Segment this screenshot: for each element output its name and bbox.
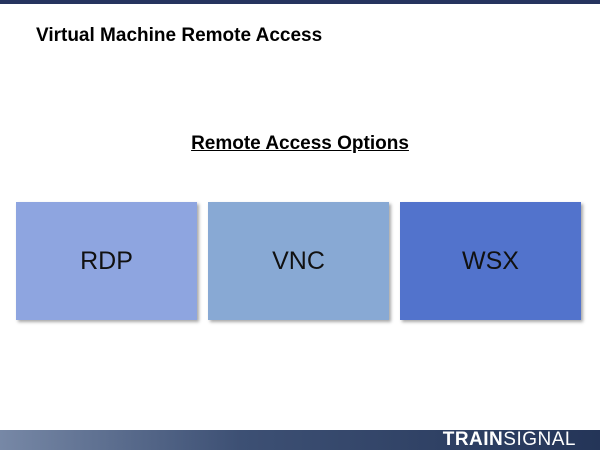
top-accent-bar bbox=[0, 0, 600, 4]
option-box-wsx: WSX bbox=[400, 202, 581, 320]
trainsignal-logo: TRAINSIGNAL bbox=[443, 430, 576, 450]
logo-part-train: TRAIN bbox=[442, 429, 504, 450]
slide-title: Virtual Machine Remote Access bbox=[36, 25, 323, 46]
logo-part-signal: SIGNAL bbox=[503, 429, 576, 450]
footer-bar: TRAINSIGNAL bbox=[0, 430, 600, 450]
section-heading: Remote Access Options bbox=[0, 132, 600, 156]
option-box-rdp: RDP bbox=[16, 202, 197, 320]
option-box-vnc: VNC bbox=[208, 202, 389, 320]
section-heading-text: Remote Access Options bbox=[191, 133, 409, 154]
